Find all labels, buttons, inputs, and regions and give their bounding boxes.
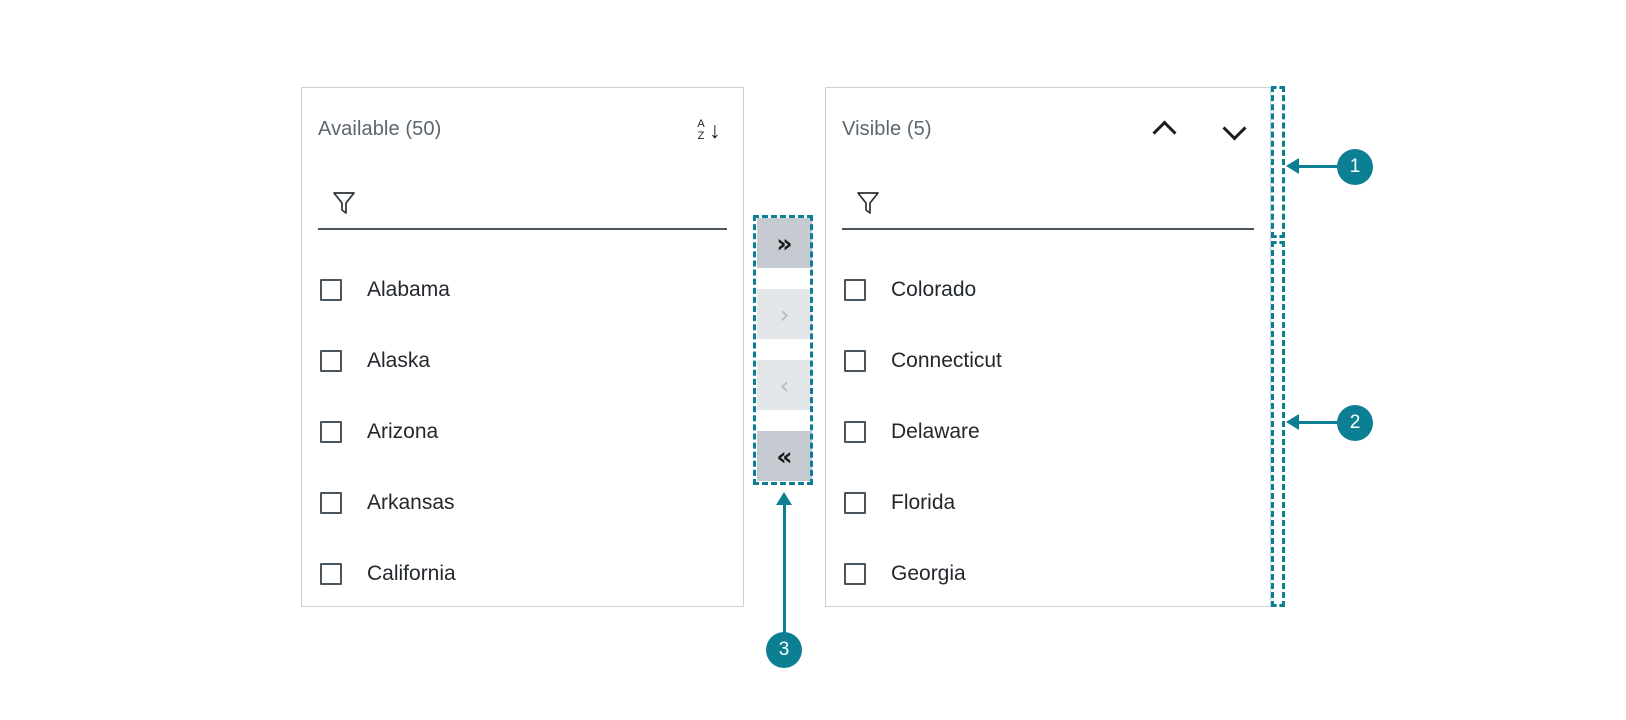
- list-item-checkbox[interactable]: [320, 349, 342, 372]
- sort-alpha-asc-button[interactable]: A Z ↓: [689, 110, 729, 150]
- visible-filter-input[interactable]: [842, 194, 1254, 230]
- visible-panel-header: Visible (5): [826, 88, 1270, 180]
- list-item[interactable]: Connecticut: [826, 325, 1270, 396]
- list-item-label: Florida: [891, 490, 956, 514]
- visible-filter-row: [842, 184, 1254, 230]
- annotation-region-1-outline: [1271, 86, 1285, 238]
- list-item-checkbox[interactable]: [320, 562, 342, 585]
- list-item-checkbox[interactable]: [844, 562, 866, 585]
- list-item[interactable]: Alabama: [302, 254, 743, 325]
- list-item-label: Alaska: [367, 348, 431, 372]
- available-filter-input[interactable]: [318, 194, 727, 230]
- list-item-label: Alabama: [367, 277, 450, 301]
- annotation-badge-2: 2: [1337, 405, 1373, 441]
- available-list[interactable]: Alabama Alaska Arizona Arkansas Californ…: [302, 240, 743, 606]
- annotation-arrowhead-1: [1286, 158, 1299, 174]
- sort-icon-arrow-down: ↓: [709, 117, 721, 143]
- list-item[interactable]: California: [302, 538, 743, 606]
- list-item-checkbox[interactable]: [320, 420, 342, 443]
- available-panel-title: Available (50): [318, 118, 442, 140]
- annotation-badge-1: 1: [1337, 149, 1373, 185]
- sort-icon-letter-z: Z: [697, 130, 705, 142]
- annotation-arrowhead-2: [1286, 414, 1299, 430]
- list-item[interactable]: Arkansas: [302, 467, 743, 538]
- visible-list[interactable]: Colorado Connecticut Delaware Florida Ge…: [826, 240, 1270, 606]
- list-item-checkbox[interactable]: [320, 491, 342, 514]
- available-filter-row: [318, 184, 727, 230]
- sort-icon-letter-a: A: [697, 118, 705, 130]
- visible-header-actions: [1146, 110, 1256, 150]
- list-item-label: Arizona: [367, 419, 439, 443]
- move-all-left-button[interactable]: «: [757, 431, 812, 481]
- move-item-down-button[interactable]: [1216, 110, 1256, 150]
- available-panel-header: Available (50) A Z ↓: [302, 88, 743, 180]
- chevron-down-icon: [1223, 122, 1249, 138]
- move-all-right-button[interactable]: »: [757, 218, 812, 268]
- annotation-leader-line-2: [1291, 421, 1339, 424]
- list-item[interactable]: Colorado: [826, 254, 1270, 325]
- list-item-label: California: [367, 561, 456, 585]
- list-item-label: Delaware: [891, 419, 980, 443]
- move-left-button[interactable]: ‹: [757, 360, 812, 410]
- annotation-leader-line-3: [783, 505, 786, 635]
- list-item-checkbox[interactable]: [844, 491, 866, 514]
- list-item-checkbox[interactable]: [844, 420, 866, 443]
- available-header-actions: A Z ↓: [689, 110, 729, 150]
- annotation-arrowhead-3: [776, 492, 792, 505]
- list-item-label: Arkansas: [367, 490, 455, 514]
- list-item[interactable]: Arizona: [302, 396, 743, 467]
- list-item-label: Connecticut: [891, 348, 1002, 372]
- annotation-badge-3: 3: [766, 632, 802, 668]
- list-item-label: Georgia: [891, 561, 966, 585]
- transfer-button-group: » › ‹ «: [757, 218, 812, 481]
- move-item-up-button[interactable]: [1146, 110, 1186, 150]
- list-item[interactable]: Georgia: [826, 538, 1270, 606]
- list-item-checkbox[interactable]: [320, 278, 342, 301]
- list-item-checkbox[interactable]: [844, 349, 866, 372]
- list-item-label: Colorado: [891, 277, 977, 301]
- list-item-checkbox[interactable]: [844, 278, 866, 301]
- list-item[interactable]: Florida: [826, 467, 1270, 538]
- sort-alpha-asc-icon: A Z ↓: [694, 115, 724, 145]
- visible-panel: Visible (5) Colorado: [825, 87, 1271, 607]
- move-right-button[interactable]: ›: [757, 289, 812, 339]
- visible-panel-title: Visible (5): [842, 118, 932, 140]
- available-panel: Available (50) A Z ↓: [301, 87, 744, 607]
- list-item[interactable]: Alaska: [302, 325, 743, 396]
- list-item[interactable]: Delaware: [826, 396, 1270, 467]
- annotation-region-2-outline: [1271, 241, 1285, 607]
- chevron-up-icon: [1153, 122, 1179, 138]
- annotation-leader-line-1: [1291, 165, 1339, 168]
